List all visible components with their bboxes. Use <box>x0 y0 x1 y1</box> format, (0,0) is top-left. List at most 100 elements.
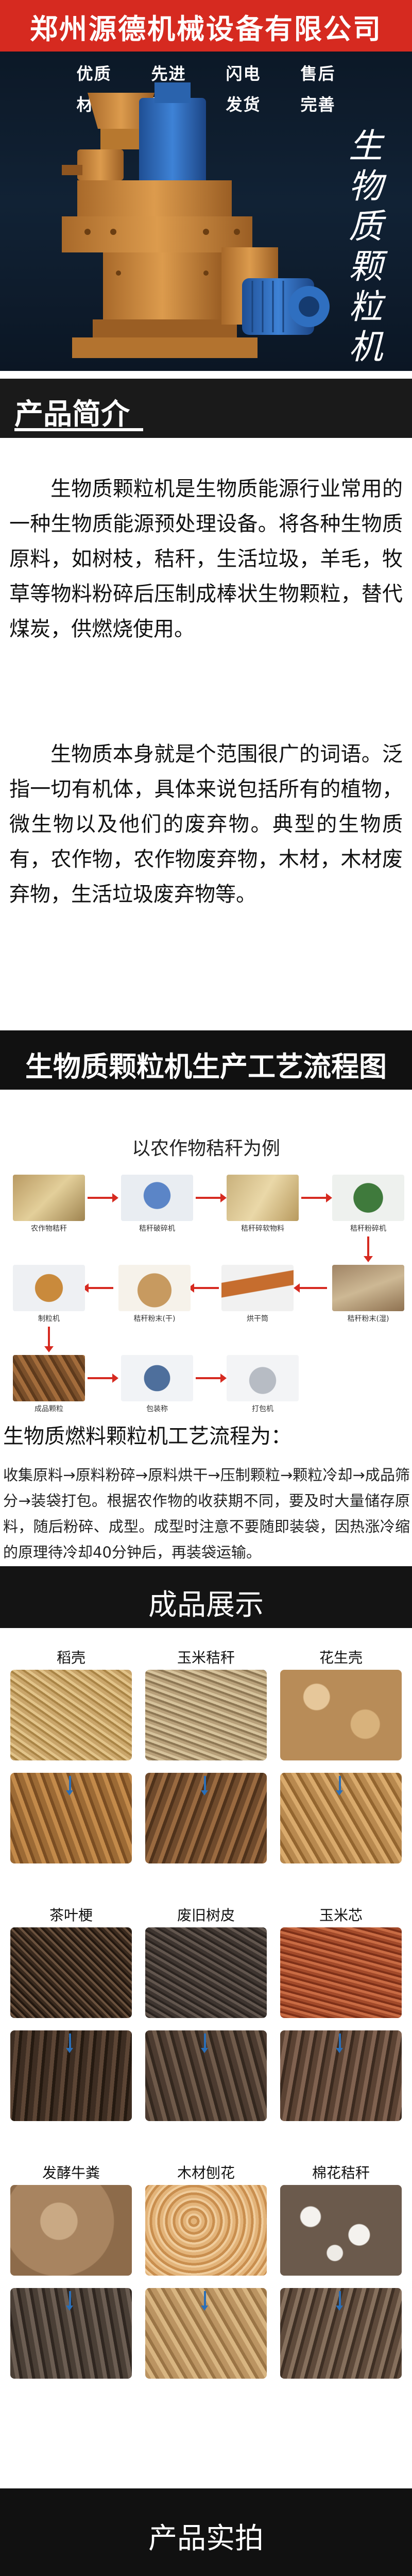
flow-step: 秸秆粉碎机 <box>332 1175 404 1233</box>
company-title-bar <box>0 0 412 52</box>
product-name: 木材刨花 <box>177 2164 235 2181</box>
intro-heading: 产品简介 <box>14 398 130 431</box>
wet-powder-image <box>332 1265 404 1311</box>
flow-step: 秸秆粉末(湿) <box>332 1265 404 1324</box>
weighing-scale-image <box>121 1355 193 1401</box>
flow-step: 烘干筒 <box>221 1265 294 1324</box>
badge: 闪电 <box>226 64 261 83</box>
heading-underline <box>14 428 143 431</box>
pellet-image <box>145 1773 267 1863</box>
product-card: 花生壳 <box>279 1646 403 1863</box>
raw-material-image <box>280 1670 402 1760</box>
slogan-char: 物 <box>349 166 383 206</box>
product-name: 玉米秸秆 <box>177 1649 235 1666</box>
raw-material-image <box>10 2185 132 2276</box>
flow-step: 秸秆粉末(干) <box>118 1265 191 1324</box>
pellet-image <box>10 2030 132 2121</box>
flow-step-label: 包装称 <box>146 1405 168 1413</box>
product-name: 废旧树皮 <box>177 1907 235 1924</box>
flow-arrow <box>294 1283 327 1293</box>
badge: 发货 <box>226 95 261 114</box>
products-heading: 成品展示 <box>148 1588 264 1622</box>
product-card: 玉米秸秆 <box>144 1646 268 1863</box>
flow-subtitle: 以农作物秸秆为例 <box>131 1138 280 1159</box>
product-card: 发酵牛粪 <box>9 2161 133 2379</box>
product-name: 玉米芯 <box>319 1907 363 1924</box>
slogan-char: 机 <box>349 327 383 367</box>
product-name: 花生壳 <box>319 1649 363 1666</box>
pellet-machine-illustration <box>62 82 330 358</box>
flow-step: 秸秆碎软物料 <box>227 1175 299 1233</box>
straw-image <box>13 1175 85 1221</box>
hero-banner: 郑州源德机械设备有限公司 优质 先进 闪电 售后 材质 科技 发货 完善 <box>0 0 412 371</box>
dry-powder-image <box>118 1265 191 1311</box>
product-card: 茶叶梗 <box>9 1904 133 2121</box>
flow-arrow <box>301 1193 332 1202</box>
flow-step-label: 秸秆粉末(干) <box>133 1315 176 1323</box>
product-arrow <box>336 2291 343 2311</box>
flow-step: 农作物秸秆 <box>13 1175 85 1233</box>
process-heading: 生物质颗粒机生产工艺流程图 <box>25 1050 387 1083</box>
flow-description: 收集原料→原料粉碎→原料烘干→压制颗粒→颗粒冷却→成品筛分→装袋打包。根据农作物… <box>3 1466 410 1561</box>
product-arrow <box>201 2291 208 2311</box>
flow-step: 打包机 <box>227 1355 299 1414</box>
flow-step-label: 制粒机 <box>38 1315 60 1323</box>
flow-step-label: 农作物秸秆 <box>31 1225 67 1233</box>
flow-arrow-down <box>44 1327 54 1352</box>
product-arrow <box>201 1776 208 1795</box>
pellet-image <box>145 2288 267 2379</box>
crusher-image <box>121 1175 193 1221</box>
finished-pellets-image <box>13 1355 85 1401</box>
flow-step-label: 秸秆粉碎机 <box>350 1225 386 1233</box>
flow-arrow <box>188 1283 219 1293</box>
flow-arrow-down <box>364 1236 373 1262</box>
intro-paragraph-2: 生物质本身就是个范围很广的词语。泛指一切有机体，具体来说包括所有的植物，微生物以… <box>9 742 403 906</box>
badge: 售后 <box>300 64 336 83</box>
photos-header-band: 产品实拍 <box>0 2488 412 2576</box>
products-header-band: 成品展示 <box>0 1566 412 1628</box>
product-arrow <box>336 2033 343 2053</box>
slogan-char: 质 <box>349 207 383 246</box>
intro-paragraph-1: 生物质颗粒机是生物质能源行业常用的一种生物质能源预处理设备。将各种生物质原料，如… <box>9 477 403 641</box>
flow-step-label: 打包机 <box>252 1405 273 1413</box>
process-header-band: 生物质颗粒机生产工艺流程图 <box>0 1030 412 1090</box>
badge: 优质 <box>76 64 112 83</box>
flow-arrow <box>196 1374 227 1383</box>
flow-heading: 生物质燃料颗粒机工艺流程为： <box>3 1425 291 1448</box>
raw-material-image <box>280 1927 402 2018</box>
intro-header-band: 产品简介 <box>0 379 412 438</box>
flow-step: 制粒机 <box>13 1265 85 1324</box>
raw-material-image <box>10 1670 132 1760</box>
product-name: 发酵牛粪 <box>42 2164 100 2181</box>
flow-step-label: 烘干筒 <box>247 1315 268 1323</box>
flow-arrow <box>82 1283 113 1293</box>
badge: 先进 <box>151 64 186 83</box>
product-card: 棉花秸秆 <box>279 2161 403 2379</box>
flow-step-label: 秸秆碎软物料 <box>241 1225 284 1233</box>
product-arrow <box>336 1776 343 1795</box>
pellet-image <box>10 1773 132 1863</box>
product-card: 废旧树皮 <box>144 1904 268 2121</box>
flow-step-label: 成品颗粒 <box>35 1405 63 1413</box>
raw-material-image <box>280 2185 402 2276</box>
soft-material-image <box>227 1175 299 1221</box>
vertical-slogan: 生 物 质 颗 粒 机 <box>342 126 389 367</box>
dryer-drum-image <box>221 1265 294 1311</box>
flow-arrow <box>88 1193 118 1202</box>
raw-material-image <box>145 2185 267 2276</box>
flow-step: 包装称 <box>121 1355 193 1414</box>
flow-step-label: 秸秆粉末(湿) <box>347 1315 389 1323</box>
photos-heading: 产品实拍 <box>148 2522 264 2555</box>
flow-step: 成品颗粒 <box>13 1355 85 1414</box>
product-card: 玉米芯 <box>279 1904 403 2121</box>
pellet-image <box>10 2288 132 2379</box>
product-card: 稻壳 <box>9 1646 133 1863</box>
products-grid: 稻壳 玉米秸秆 花生壳 茶叶梗 废旧树皮 玉米芯 <box>0 1636 412 2473</box>
pellet-image <box>280 1773 402 1863</box>
pellet-image <box>280 2030 402 2121</box>
flow-step: 秸秆破碎机 <box>121 1175 193 1233</box>
packing-machine-image <box>227 1355 299 1401</box>
pellet-image <box>145 2030 267 2121</box>
badge: 完善 <box>300 95 336 114</box>
